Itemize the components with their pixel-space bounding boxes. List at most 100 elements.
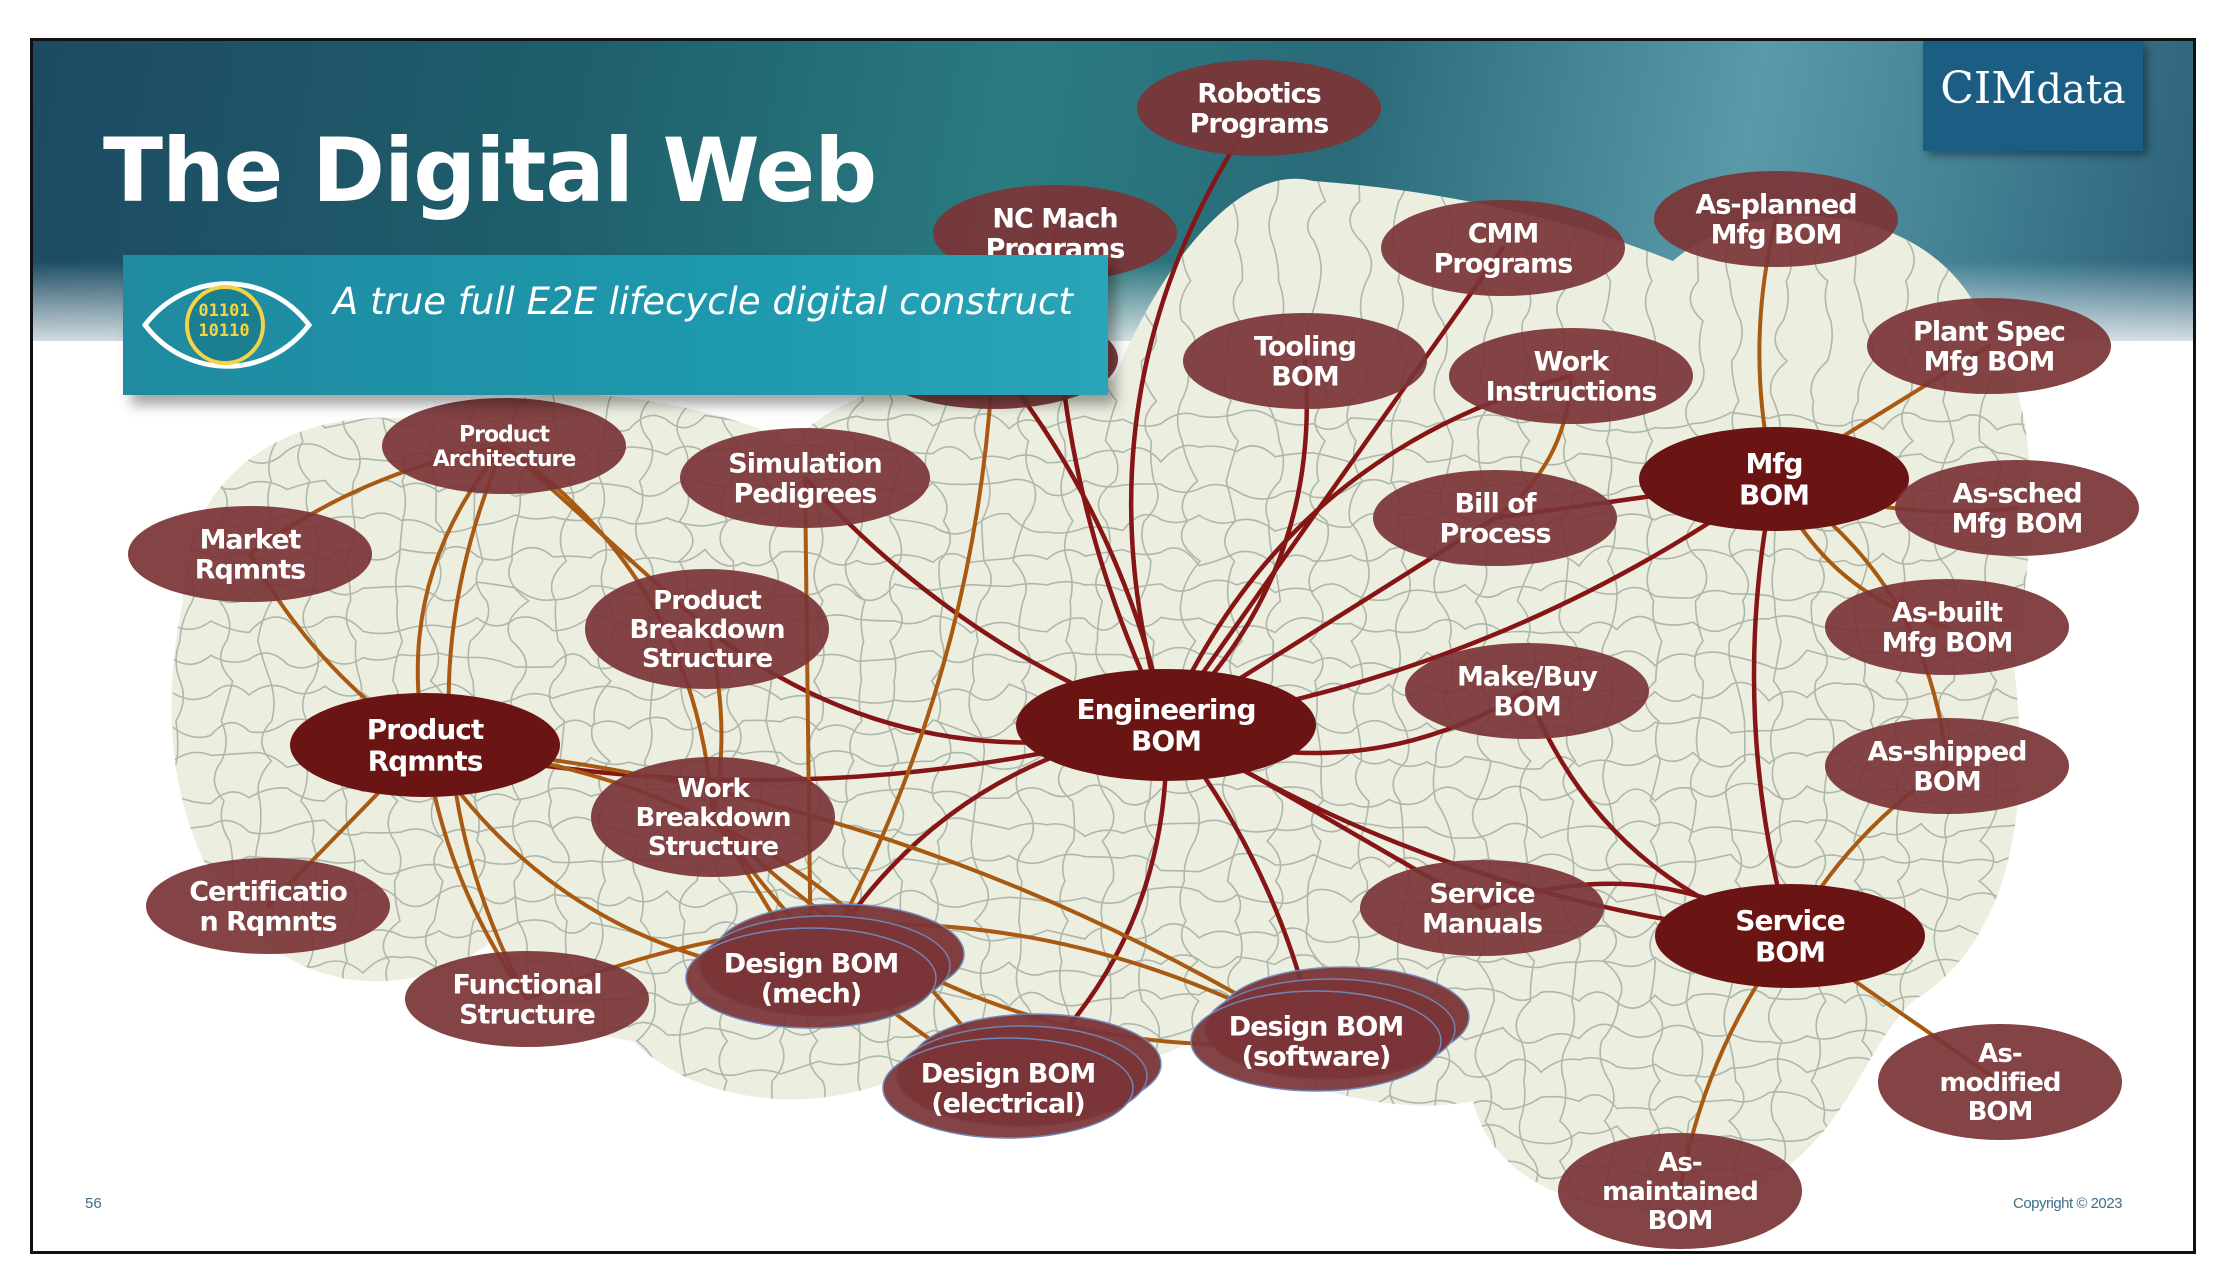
node-shape [1405, 643, 1649, 739]
copyright: Copyright © 2023 [2013, 1195, 2122, 1212]
node-label-line: Product [459, 422, 551, 447]
eye-binary-digits: 01101 10110 [194, 301, 254, 341]
node-label-line: Bill of [1454, 488, 1536, 519]
node-label-line: Instructions [1486, 377, 1657, 408]
eye-digits-line-1: 01101 [198, 301, 250, 321]
node-shape [1381, 200, 1625, 296]
node-shape [882, 1037, 1134, 1139]
logo-text-prefix: CIM [1940, 63, 2037, 114]
web-line [172, 852, 2031, 875]
node-label-line: As-sched [1952, 478, 2081, 509]
node-label-line: Rqmnts [195, 555, 305, 586]
node-label-line: Work [677, 774, 750, 804]
node-shape [591, 757, 835, 877]
eye-icon-graphic [141, 281, 313, 369]
web-line [172, 579, 2031, 604]
node-label-line: Market [200, 524, 302, 555]
node-design-elec: Design BOM(electrical) [882, 1013, 1162, 1139]
node-shape [680, 428, 930, 528]
node-shape [1895, 460, 2139, 556]
node-label-line: As-shipped [1867, 736, 2026, 767]
link-prod_rqmnts-to-design_sw [423, 743, 1318, 1043]
node-label-line: Design BOM [921, 1058, 1095, 1089]
node-shape [405, 951, 649, 1047]
node-label-line: Design BOM [1229, 1011, 1403, 1042]
web-line [1809, 178, 1835, 1211]
node-label-line: Robotics [1197, 78, 1320, 109]
node-shape [1449, 328, 1693, 424]
eye-icon: 01101 10110 [137, 265, 317, 385]
node-label-line: Product [653, 586, 761, 616]
node-label-line: Product [367, 713, 484, 746]
node-label-line: BOM [1755, 935, 1825, 968]
node-shape [382, 398, 626, 494]
node-shape [685, 927, 937, 1029]
node-label-line: BOM [1968, 1097, 2033, 1127]
node-label-line: As- [1978, 1039, 2022, 1069]
node-label-line: CMM [1468, 218, 1539, 249]
node-label-line: BOM [1913, 767, 1980, 798]
node-label-line: Process [1439, 519, 1550, 550]
link-eng_bom-to-cmm [1163, 245, 1506, 728]
node-label-line: Engineering [1077, 693, 1256, 726]
link-mfg_bom-to-service_bom [1751, 476, 1793, 939]
node-shape [146, 858, 390, 954]
node-shape [1654, 171, 1898, 267]
node-shape [1878, 1024, 2122, 1140]
node-label-line: Plant Spec [1913, 316, 2065, 347]
node-label-line: Programs [1190, 109, 1329, 140]
tagline-box: 01101 10110 A true full E2E lifecycle di… [123, 255, 1108, 395]
node-label-line: Mfg [1745, 447, 1802, 480]
node-label-line: As- [1658, 1148, 1702, 1178]
node-label-line: Architecture [433, 447, 576, 472]
eye-digits-line-2: 10110 [198, 321, 250, 341]
node-label-line: Mfg BOM [1924, 347, 2055, 378]
node-label-line: Pedigrees [733, 479, 876, 510]
node-label-line: Functional [453, 969, 602, 1000]
node-label-line: As-built [1892, 597, 2003, 628]
logo-text-suffix: data [2036, 67, 2126, 113]
node-label-line: Programs [1434, 249, 1573, 280]
node-label-line: Mfg BOM [1711, 220, 1842, 251]
node-label-line: Tooling [1254, 331, 1356, 362]
node-label-line: Make/Buy [1457, 661, 1598, 692]
node-shape [1137, 60, 1381, 156]
node-design-mech: Design BOM(mech) [685, 903, 965, 1029]
web-line [172, 543, 2031, 568]
web-line [172, 614, 2031, 635]
cimdata-logo: CIMdata [1923, 41, 2143, 151]
node-label-line: n Rqmnts [199, 907, 336, 938]
node-label-line: As-planned [1695, 189, 1856, 220]
web-line [172, 782, 2031, 808]
web-line [172, 816, 2031, 839]
node-label-line: Structure [642, 644, 773, 674]
node-label-line: NC Mach [992, 203, 1117, 234]
node-shape [1016, 669, 1316, 781]
node-shape [1825, 718, 2069, 814]
node-shape [1183, 313, 1427, 409]
node-design-sw: Design BOM(software) [1190, 966, 1470, 1092]
node-shape [1655, 884, 1925, 988]
web-line [172, 646, 2031, 670]
node-label-line: Breakdown [629, 615, 784, 645]
node-label-line: BOM [1271, 362, 1338, 393]
